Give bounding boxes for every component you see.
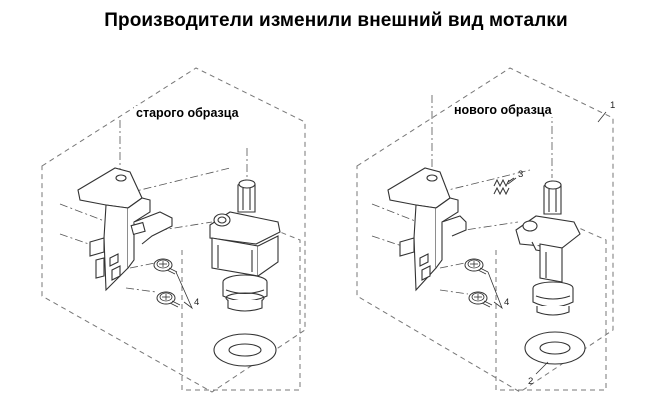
old-screw-leader [175,271,193,310]
new-motor [515,180,581,316]
old-inner-dashed [181,223,301,391]
new-screws [464,258,493,308]
new-spring [493,177,515,196]
old-washer [213,333,277,367]
old-screws [153,258,181,308]
page-title: Производители изменили внешний вид мотал… [104,10,568,31]
caption-new-model: нового образца [452,103,554,117]
new-callout-leaders [507,111,607,375]
old-panel [41,67,306,393]
callout-spring: 3 [518,169,524,180]
new-guide-lines [371,95,553,295]
new-bracket [387,167,467,292]
old-bracket [77,167,173,292]
new-panel [356,67,614,393]
old-dashed-boundary [41,67,306,393]
callout-screws-old: 4 [194,297,200,308]
new-dashed-boundary [356,67,614,393]
caption-old-model: старого образца [134,106,241,120]
callout-assembly: 1 [610,100,616,111]
callout-screws-new: 4 [504,297,510,308]
new-washer [524,331,586,365]
old-motor [209,179,281,312]
new-inner-dashed [495,223,607,391]
callout-washer: 2 [528,376,534,387]
new-screw-leader [487,271,503,310]
